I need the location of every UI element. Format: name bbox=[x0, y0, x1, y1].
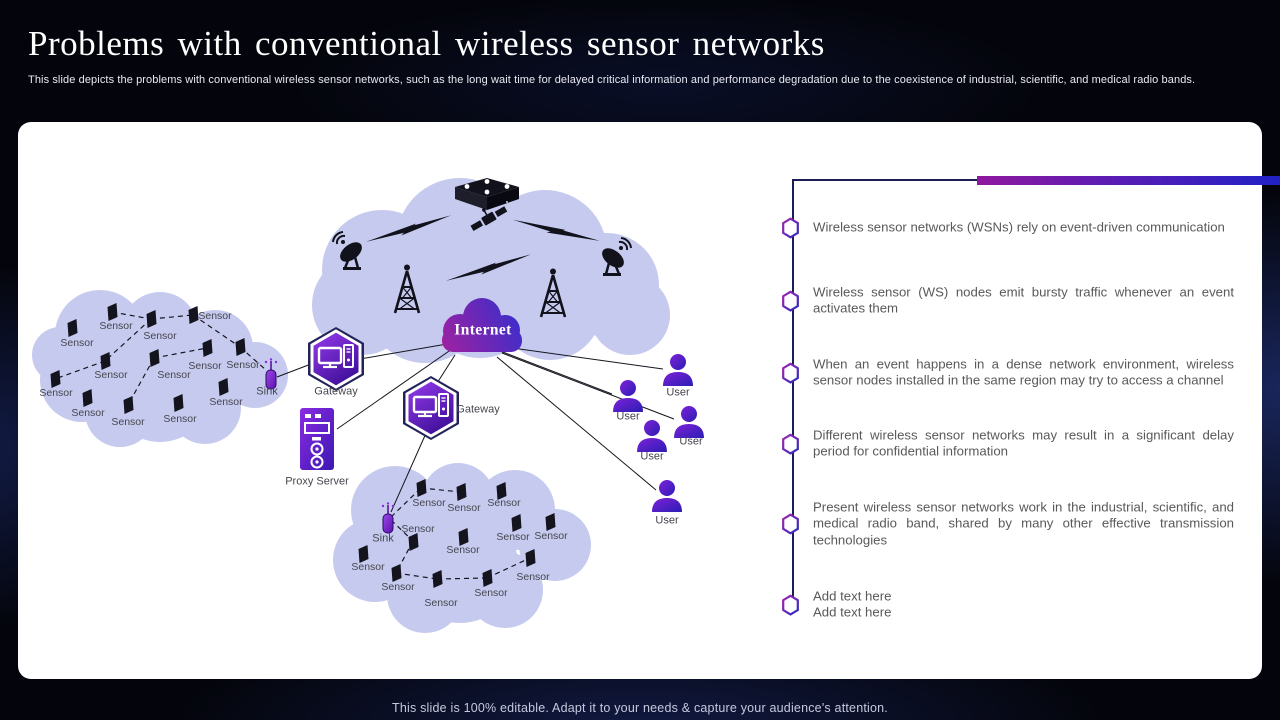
editable-note: This slide is 100% editable. Adapt it to… bbox=[392, 701, 888, 715]
list-item-text: When an event happens in a dense network… bbox=[813, 356, 1234, 388]
list-item-text: Wireless sensor (WS) nodes emit bursty t… bbox=[813, 284, 1234, 316]
page-subtitle: This slide depicts the problems with con… bbox=[28, 74, 1196, 86]
page-title: Problems with conventional wireless sens… bbox=[28, 24, 825, 63]
list-item: Present wireless sensor networks work in… bbox=[782, 499, 1234, 548]
list-item: Wireless sensor networks (WSNs) rely on … bbox=[782, 217, 1234, 239]
hexagon-bullet-icon bbox=[782, 594, 799, 616]
hexagon-bullet-icon bbox=[782, 513, 799, 535]
list-item-text: Different wireless sensor networks may r… bbox=[813, 427, 1234, 459]
connector-vertical-line bbox=[792, 179, 794, 606]
list-item-text: Wireless sensor networks (WSNs) rely on … bbox=[813, 219, 1225, 235]
list-item-text: Present wireless sensor networks work in… bbox=[813, 499, 1234, 548]
list-item: Wireless sensor (WS) nodes emit bursty t… bbox=[782, 285, 1234, 318]
hexagon-bullet-icon bbox=[782, 290, 799, 312]
list-item: Add text here Add text here bbox=[782, 589, 1234, 622]
list-item-text: Add text here Add text here bbox=[813, 588, 892, 620]
list-item: When an event happens in a dense network… bbox=[782, 357, 1234, 390]
hexagon-bullet-icon bbox=[782, 433, 799, 455]
accent-gradient-bar bbox=[977, 176, 1280, 185]
slide-header: Problems with conventional wireless sens… bbox=[28, 24, 1252, 86]
hexagon-bullet-icon bbox=[782, 362, 799, 384]
connector-horizontal-line bbox=[793, 179, 977, 181]
hexagon-bullet-icon bbox=[782, 217, 799, 239]
list-item: Different wireless sensor networks may r… bbox=[782, 428, 1234, 461]
